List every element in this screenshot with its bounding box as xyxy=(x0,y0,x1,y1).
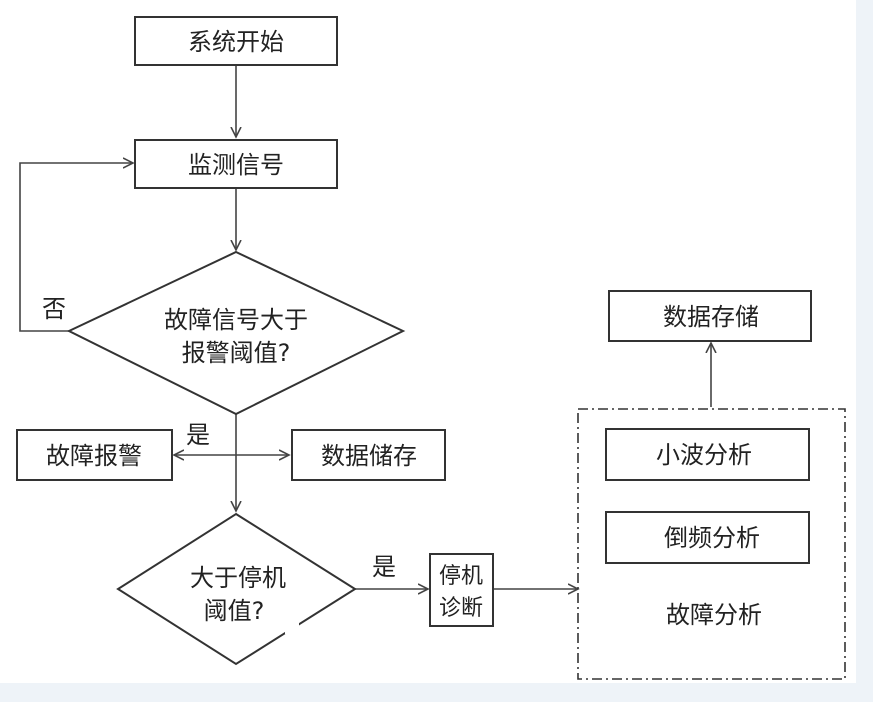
start-box xyxy=(134,16,338,66)
data-store-box-top xyxy=(608,290,812,342)
wavelet-analysis-box xyxy=(605,428,810,481)
scan-patch xyxy=(285,618,299,634)
wavelet-label: 小波分析 xyxy=(656,441,752,469)
fault-analysis-label: 故障分析 xyxy=(666,601,762,629)
decision1-label-line2: 报警阈值? xyxy=(182,339,291,367)
no-label: 否 xyxy=(42,295,66,323)
cepstrum-label: 倒频分析 xyxy=(664,524,760,552)
edge-no-loop xyxy=(19,163,133,332)
right-edge-band xyxy=(856,0,873,702)
fault-alarm-label: 故障报警 xyxy=(46,442,142,470)
yes-label-1: 是 xyxy=(186,421,210,449)
shutdown-label-line2: 诊断 xyxy=(439,596,483,621)
data-store-box-left xyxy=(291,429,446,481)
shutdown-diagnosis-box xyxy=(429,553,494,627)
decision1-label-line1: 故障信号大于 xyxy=(164,306,308,334)
shutdown-threshold-decision xyxy=(116,512,357,666)
fault-alarm-box xyxy=(16,429,173,481)
fault-analysis-group xyxy=(577,408,846,680)
monitor-box xyxy=(134,139,338,189)
decision2-label-line1: 大于停机 xyxy=(190,564,286,592)
shutdown-label-line1: 停机 xyxy=(439,564,483,589)
data-store-label-top: 数据存储 xyxy=(663,303,759,331)
monitor-label: 监测信号 xyxy=(188,151,284,179)
alarm-threshold-decision xyxy=(66,250,406,416)
decision2-label-line2: 阈值? xyxy=(204,597,265,625)
yes-label-2: 是 xyxy=(372,553,396,581)
data-store-label-left: 数据储存 xyxy=(321,442,417,470)
cepstrum-analysis-box xyxy=(605,511,810,564)
bottom-band xyxy=(0,683,873,702)
start-label: 系统开始 xyxy=(188,28,284,56)
